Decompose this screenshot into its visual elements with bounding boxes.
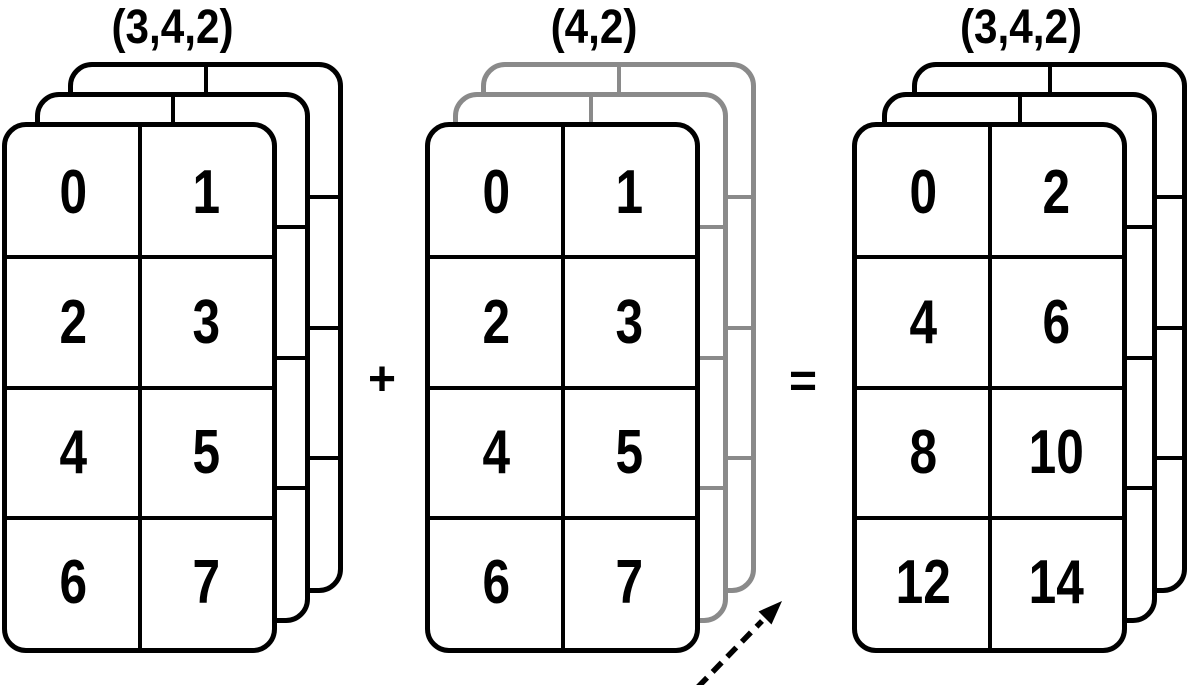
array-cell: 14 — [1028, 548, 1084, 618]
array-cell: 0 — [59, 157, 88, 227]
shape-label-left: (3,4,2) — [111, 1, 234, 54]
array-cell: 5 — [191, 418, 220, 488]
array-cell: 7 — [191, 548, 220, 618]
row-divider — [7, 255, 272, 260]
array-cell: 1 — [191, 157, 220, 227]
row-divider — [430, 515, 695, 520]
array-cell: 8 — [909, 418, 938, 488]
middle-array-grid: 0 1 2 3 4 5 6 7 — [430, 127, 695, 648]
row-divider — [857, 385, 1122, 390]
array-cell: 4 — [482, 418, 511, 488]
array-cell: 7 — [614, 548, 643, 618]
array-cell: 2 — [59, 287, 88, 357]
left-array-front-layer: 0 1 2 3 4 5 6 7 — [2, 122, 277, 653]
array-cell: 6 — [482, 548, 511, 618]
result-array-front-layer: 0 2 4 6 8 10 12 14 — [852, 122, 1127, 653]
array-cell: 0 — [482, 157, 511, 227]
array-cell: 4 — [59, 418, 88, 488]
shape-label-right: (3,4,2) — [959, 1, 1083, 54]
middle-array-front-layer: 0 1 2 3 4 5 6 7 — [425, 122, 700, 653]
row-divider — [857, 515, 1122, 520]
array-cell: 3 — [191, 287, 220, 357]
row-divider — [430, 255, 695, 260]
array-cell: 3 — [614, 287, 643, 357]
array-cell: 2 — [482, 287, 511, 357]
shape-label-middle: (4,2) — [550, 1, 638, 54]
plus-operator: + — [367, 353, 397, 406]
array-cell: 1 — [614, 157, 643, 227]
equals-operator: = — [788, 355, 818, 408]
row-divider — [430, 385, 695, 390]
array-cell: 0 — [909, 157, 938, 227]
row-divider — [7, 515, 272, 520]
left-array-grid: 0 1 2 3 4 5 6 7 — [7, 127, 272, 648]
array-cell: 10 — [1028, 418, 1084, 488]
array-cell: 5 — [614, 418, 643, 488]
result-array-grid: 0 2 4 6 8 10 12 14 — [857, 127, 1122, 648]
array-cell: 12 — [895, 548, 951, 618]
array-cell: 2 — [1041, 157, 1070, 227]
broadcast-arrow-icon — [696, 601, 782, 685]
array-cell: 6 — [59, 548, 88, 618]
array-cell: 4 — [909, 287, 938, 357]
row-divider — [7, 385, 272, 390]
array-cell: 6 — [1041, 287, 1070, 357]
row-divider — [857, 255, 1122, 260]
